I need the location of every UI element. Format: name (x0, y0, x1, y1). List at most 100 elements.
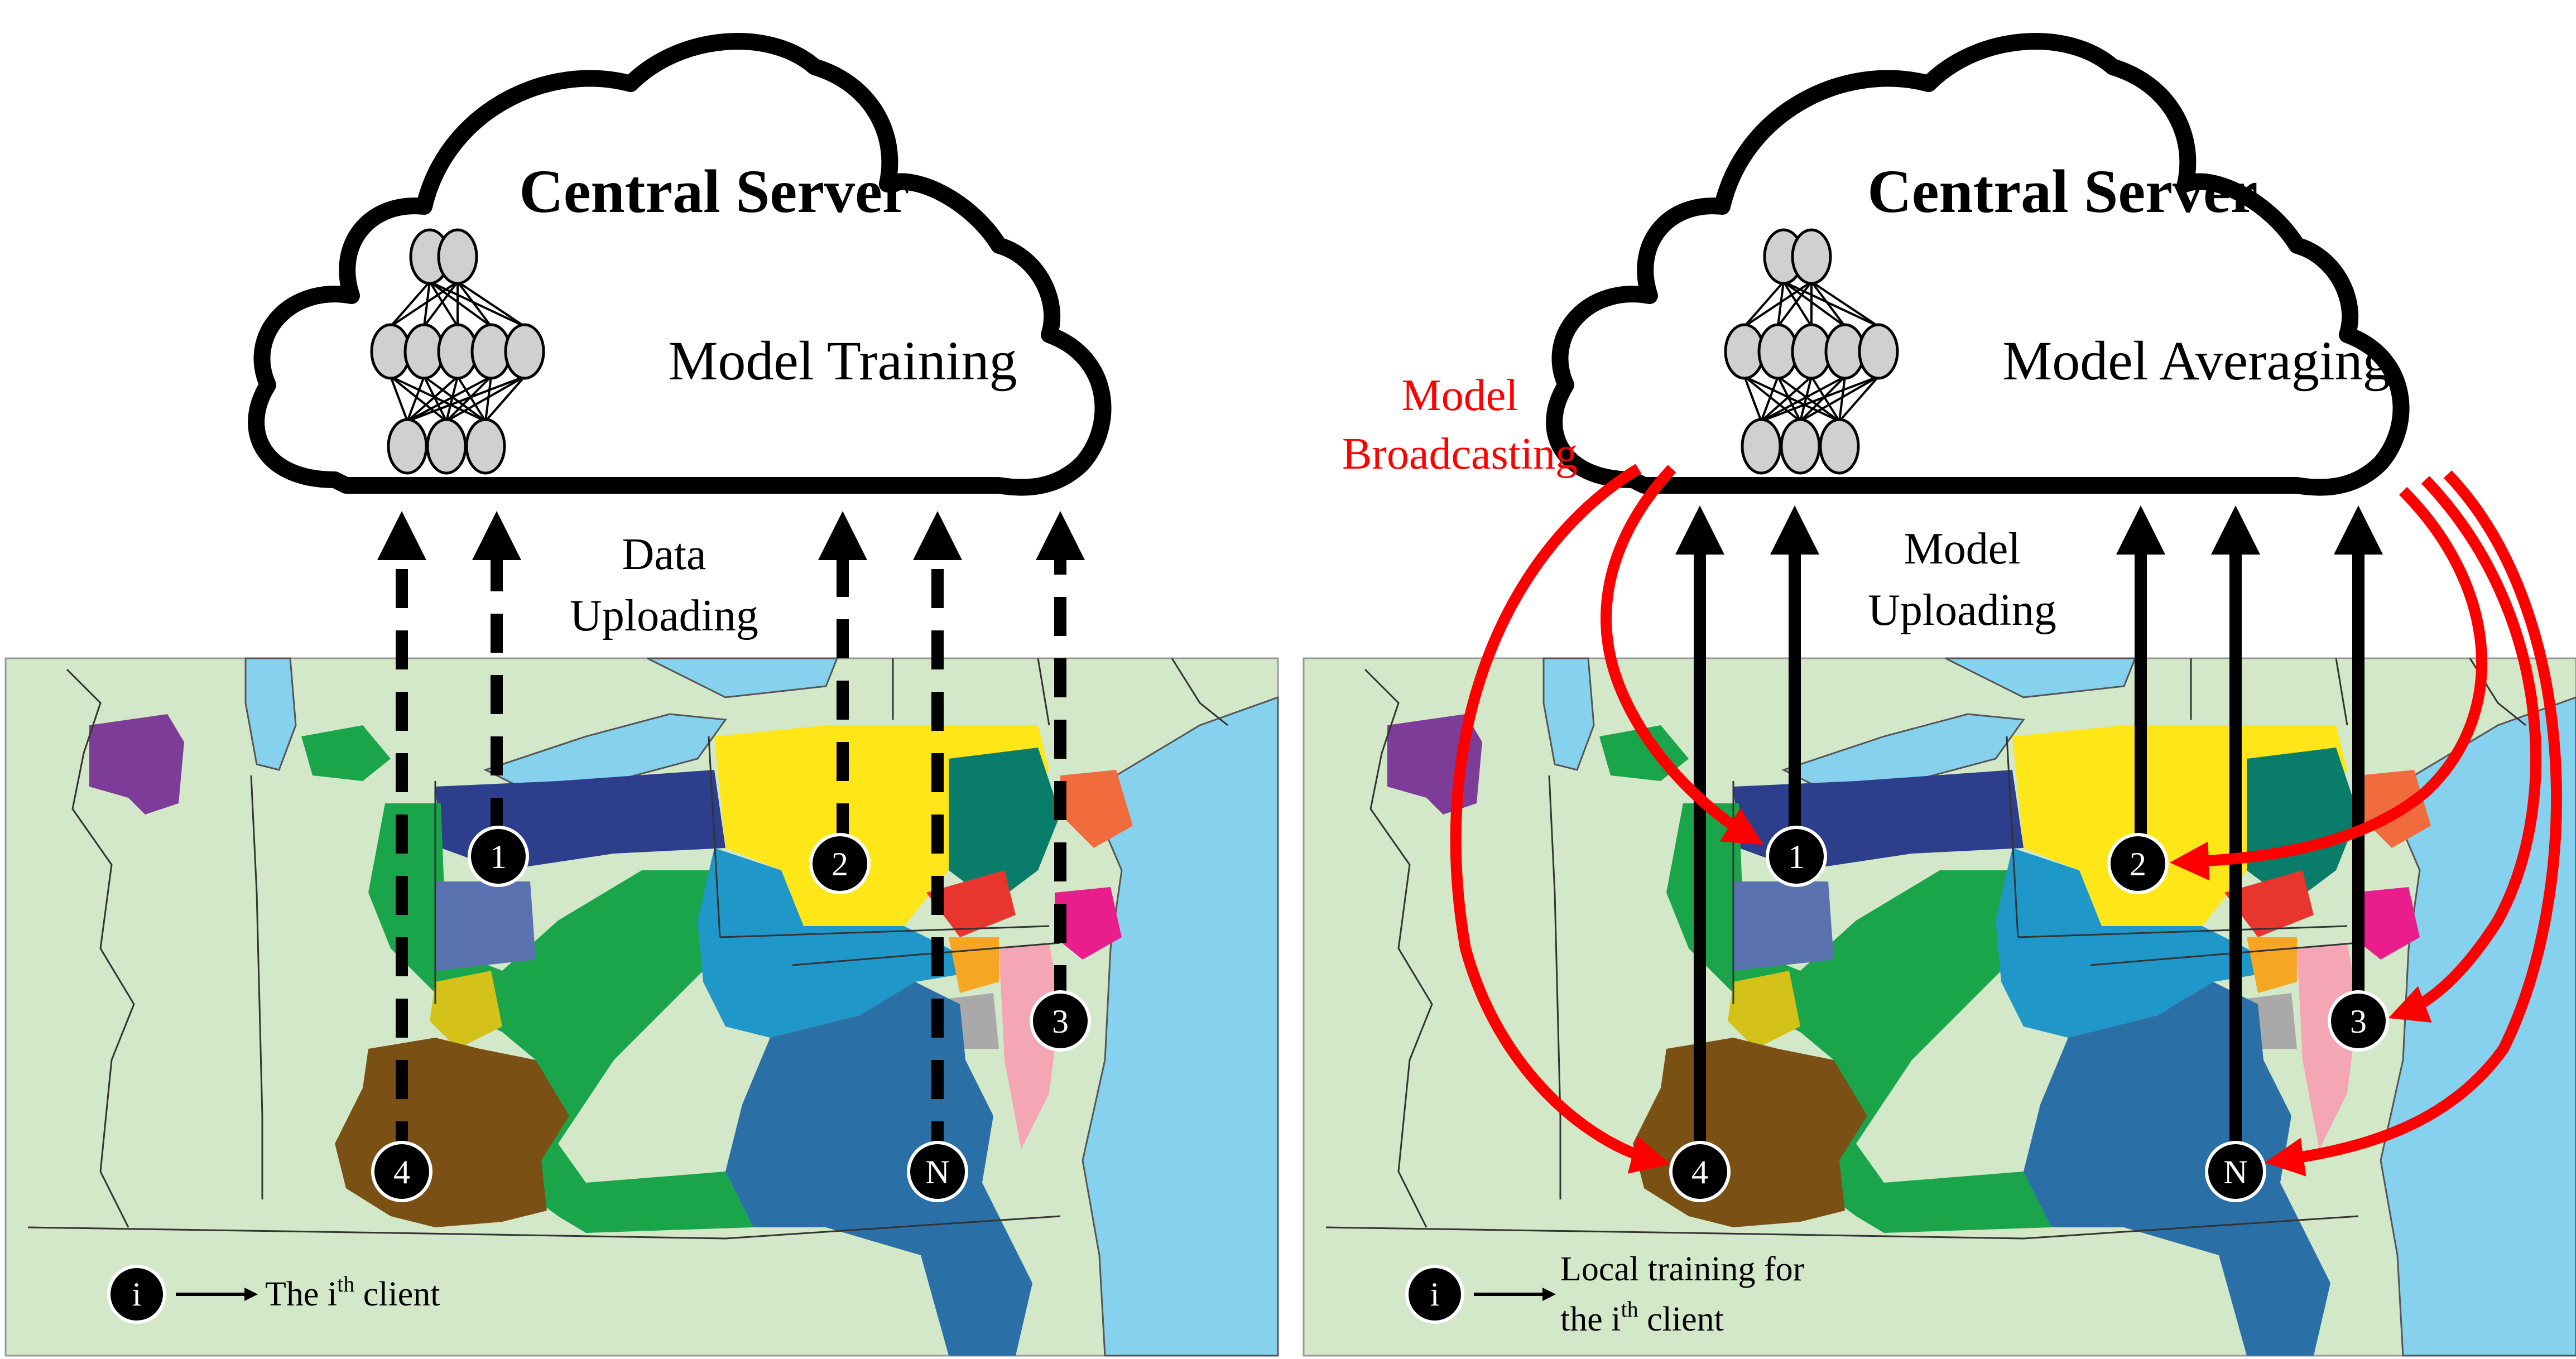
svg-text:4: 4 (1691, 1154, 1708, 1191)
nn-edge (406, 376, 425, 422)
client-node: 2 (2107, 833, 2169, 894)
region-teal (949, 748, 1060, 904)
svg-text:2: 2 (832, 846, 848, 883)
nn-edge (423, 375, 487, 422)
nn-edge (456, 281, 526, 327)
nn-edge (1777, 376, 1801, 422)
nn-edge (1810, 375, 1840, 422)
state-borders (27, 658, 1228, 1240)
nn-node (426, 418, 467, 475)
nn-edge (429, 281, 459, 327)
legend: i The ith client (107, 1265, 440, 1324)
client-node: 4 (371, 1141, 432, 1202)
nn-edge (1744, 375, 1840, 422)
svg-text:the ith client: the ith client (1560, 1297, 1724, 1338)
nn-edge (429, 281, 525, 327)
nn-node (1819, 418, 1860, 475)
nn-edge (390, 281, 431, 327)
model-upload-arrows (1675, 505, 2383, 1160)
region-brown (335, 1038, 569, 1227)
nn-edge (1777, 375, 1840, 422)
nn-edge (1838, 376, 1846, 422)
nn-edge (423, 376, 448, 422)
svg-text:N: N (2223, 1154, 2247, 1191)
left-panel: Central Server Model Training Data Uploa… (4, 33, 1279, 1357)
nn-edge (445, 375, 492, 422)
client-node: N (2205, 1141, 2266, 1202)
client-node: 3 (1030, 990, 1091, 1052)
nn-edge (1743, 376, 1762, 422)
server-title: Central Server (519, 157, 909, 225)
broadcast-label-line2: Broadcasting (1342, 430, 1578, 479)
server-title: Central Server (1867, 157, 2257, 225)
broadcast-label-line1: Model (1402, 371, 1518, 420)
nn-edge (1799, 376, 1813, 422)
lake-michigan (244, 657, 297, 771)
nn-edge (1800, 375, 1879, 422)
nn-edge (484, 375, 526, 422)
model-broadcast-arrows (1450, 464, 2562, 1177)
nn-edge (406, 375, 459, 422)
nn-edge (390, 376, 408, 422)
client-node: N (907, 1141, 968, 1202)
nn-edge (429, 281, 492, 327)
nn-edge (456, 375, 487, 422)
nn-node (1791, 228, 1832, 285)
region-light-blue (698, 848, 982, 1038)
nn-node (504, 323, 545, 380)
svg-text:3: 3 (2350, 1003, 2367, 1040)
region-magenta (1055, 887, 1122, 960)
region-red (926, 870, 1016, 937)
nn-edge (1761, 375, 1879, 422)
nn-edge (445, 376, 459, 422)
arrow-label-line2: Uploading (570, 591, 758, 640)
client-node: 1 (1766, 826, 1827, 887)
nn-node (1741, 418, 1782, 475)
right-panel: Central Server Model Averaging Model Bro… (1303, 33, 2576, 1357)
nn-edge (390, 375, 486, 422)
server-task: Model Training (668, 330, 1017, 392)
nn-node (387, 418, 428, 475)
nn-edge (1777, 281, 1785, 327)
nn-edge (1810, 281, 1846, 327)
nn-edge (1760, 376, 1779, 422)
panel-divider (1282, 0, 1303, 1359)
arrow-label-line1: Data (622, 530, 706, 579)
cloud-central-server (1546, 33, 2410, 496)
nn-node (1858, 323, 1899, 380)
nn-edge (407, 375, 492, 422)
client-node: 4 (1669, 1141, 1731, 1202)
region-olive (430, 971, 502, 1049)
nn-edge (1760, 375, 1813, 422)
svg-text:i: i (132, 1276, 142, 1313)
neural-network-icon (1724, 228, 1899, 475)
nn-edge (484, 376, 492, 422)
svg-text:3: 3 (1052, 1003, 1069, 1040)
nn-edge (1783, 281, 1879, 327)
client-node: 2 (809, 833, 871, 894)
arrow-label-line1: Model (1904, 524, 2021, 574)
svg-text:i: i (1430, 1276, 1440, 1313)
svg-text:1: 1 (1788, 838, 1805, 875)
region-slate (435, 881, 536, 971)
region-orange (1060, 770, 1133, 848)
neural-network-icon (370, 228, 545, 475)
svg-text:4: 4 (393, 1154, 410, 1191)
nn-edge (1810, 281, 1880, 327)
nn-node (1780, 418, 1821, 475)
svg-text:2: 2 (2130, 846, 2146, 883)
lake-ontario (647, 657, 839, 698)
arrow-label-line2: Uploading (1868, 586, 2056, 635)
svg-text:N: N (925, 1154, 949, 1191)
nn-edge (1782, 281, 1846, 327)
svg-text:Local training for: Local training for (1560, 1250, 1805, 1288)
nn-edge (456, 281, 492, 327)
client-node: 3 (2328, 990, 2389, 1052)
region-purple (89, 714, 184, 815)
region-steel-blue (725, 982, 1032, 1356)
data-upload-arrows (377, 511, 1085, 1160)
client-node: 1 (468, 826, 529, 887)
svg-text:The ith client: The ith client (265, 1271, 440, 1313)
nn-edge (1761, 375, 1846, 422)
cloud-central-server (248, 33, 1112, 496)
